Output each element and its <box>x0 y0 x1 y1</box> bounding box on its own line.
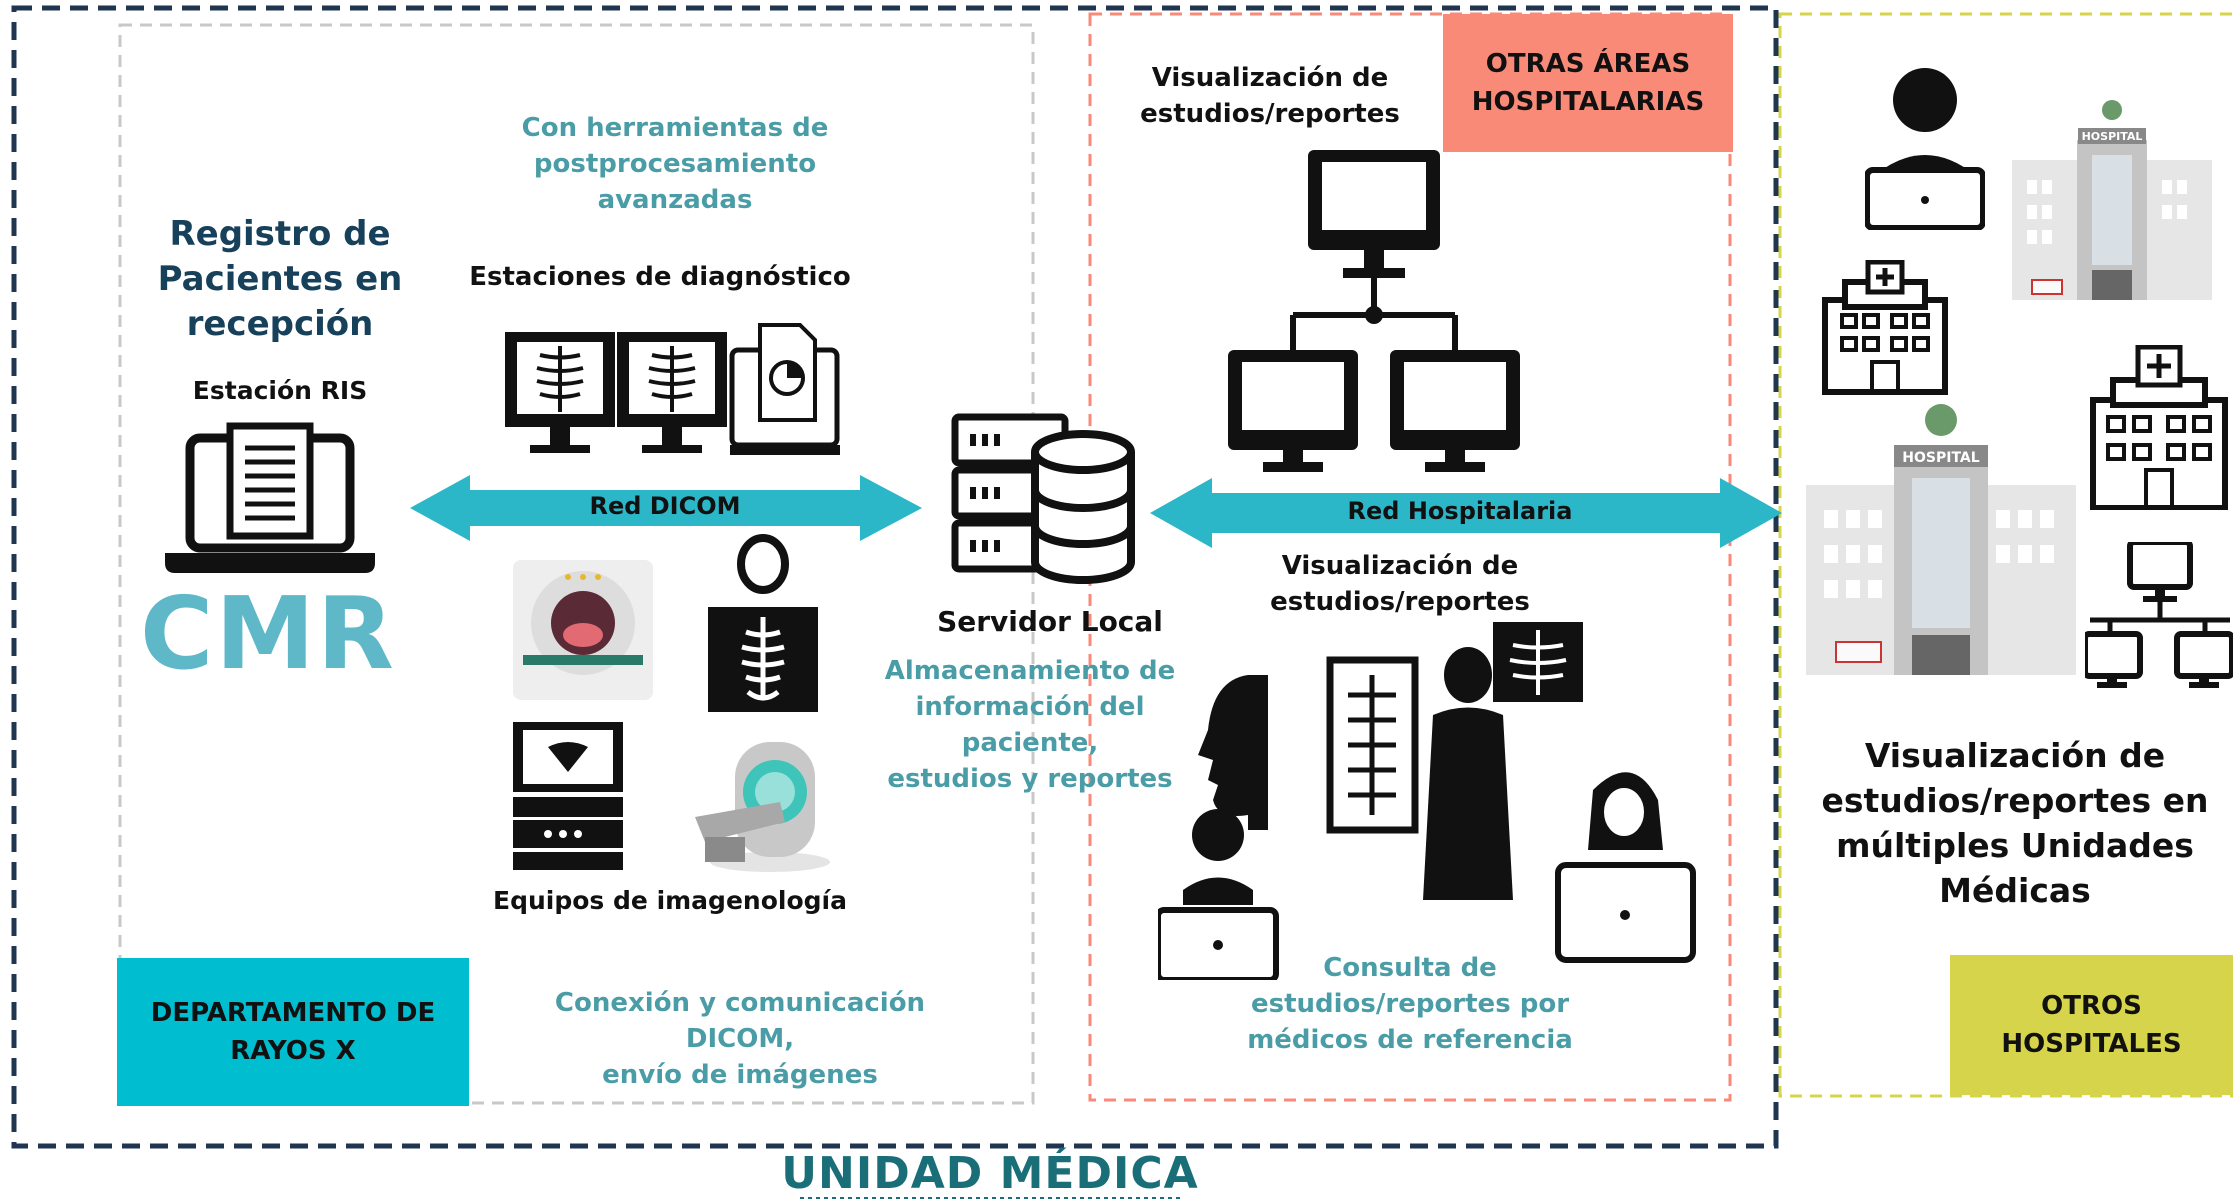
consulta-text: Consulta de estudios/reportes por médico… <box>1247 953 1573 1055</box>
hospital-building-icon-2: HOSPITAL <box>1806 404 2076 675</box>
unidad-medica-title: UNIDAD MÉDICA <box>781 1148 1199 1199</box>
mri-scanner-icon <box>513 560 653 700</box>
hospital-sign-2: HOSPITAL <box>1902 450 1979 466</box>
hospital-building-icon: HOSPITAL <box>2012 100 2212 300</box>
otros-hospitales-frame <box>1778 12 2233 1098</box>
otros-hospitales-box: OTROS HOSPITALES <box>1950 955 2233 1095</box>
ct-scanner-icon <box>695 742 830 872</box>
otras-areas-box-label: OTRAS ÁREAS HOSPITALARIAS <box>1471 49 1705 117</box>
network-computers-icon <box>1228 150 1520 472</box>
registro-pacientes-text: Registro de Pacientes en recepción <box>157 214 403 344</box>
rayos-x-box: DEPARTAMENTO DE RAYOS X <box>117 958 469 1106</box>
visualizacion-top-text: Visualización de estudios/reportes <box>1140 63 1400 129</box>
red-dicom-arrow <box>410 475 922 541</box>
otras-areas-box: OTRAS ÁREAS HOSPITALARIAS <box>1443 14 1733 152</box>
server-database-icon <box>951 413 1135 584</box>
almacenamiento-text: Almacenamiento de información del pacien… <box>884 656 1176 794</box>
rayos-x-box-label: DEPARTAMENTO DE RAYOS X <box>150 998 436 1066</box>
small-hospital-icon-2 <box>2090 345 2228 510</box>
small-hospital-icon <box>1822 260 1948 395</box>
cmr-logo: CMR <box>140 575 396 692</box>
estaciones-label: Estaciones de diagnóstico <box>469 262 851 292</box>
ris-laptop-icon <box>165 422 375 573</box>
diagnostic-stations-icon <box>505 323 840 455</box>
red-dicom-label: Red DICOM <box>589 492 741 520</box>
red-hospitalaria-label: Red Hospitalaria <box>1347 497 1573 525</box>
xray-person-icon <box>708 534 818 712</box>
otros-hospitales-box-label: OTROS HOSPITALES <box>2001 991 2182 1059</box>
estacion-ris-label: Estación RIS <box>192 376 368 405</box>
herramientas-text: Con herramientas de postprocesamiento av… <box>521 113 829 215</box>
doctors-xray-icon <box>1158 622 1696 980</box>
ultrasound-icon <box>513 722 623 870</box>
red-hospitalaria-arrow <box>1150 478 1782 548</box>
unidad-medica-frame <box>11 5 1779 1149</box>
small-network-icon <box>2085 542 2233 688</box>
visualizacion-mid-text: Visualización de estudios/reportes <box>1270 551 1530 617</box>
equipos-label: Equipos de imagenología <box>493 886 847 915</box>
servidor-label: Servidor Local <box>937 605 1163 638</box>
hospital-sign-1: HOSPITAL <box>2082 130 2143 143</box>
doctor-laptop-icon <box>1865 68 1985 230</box>
conexion-text: Conexión y comunicación DICOM, envío de … <box>554 988 926 1090</box>
visualizacion-multiple-text: Visualización de estudios/reportes en mú… <box>1821 736 2209 910</box>
